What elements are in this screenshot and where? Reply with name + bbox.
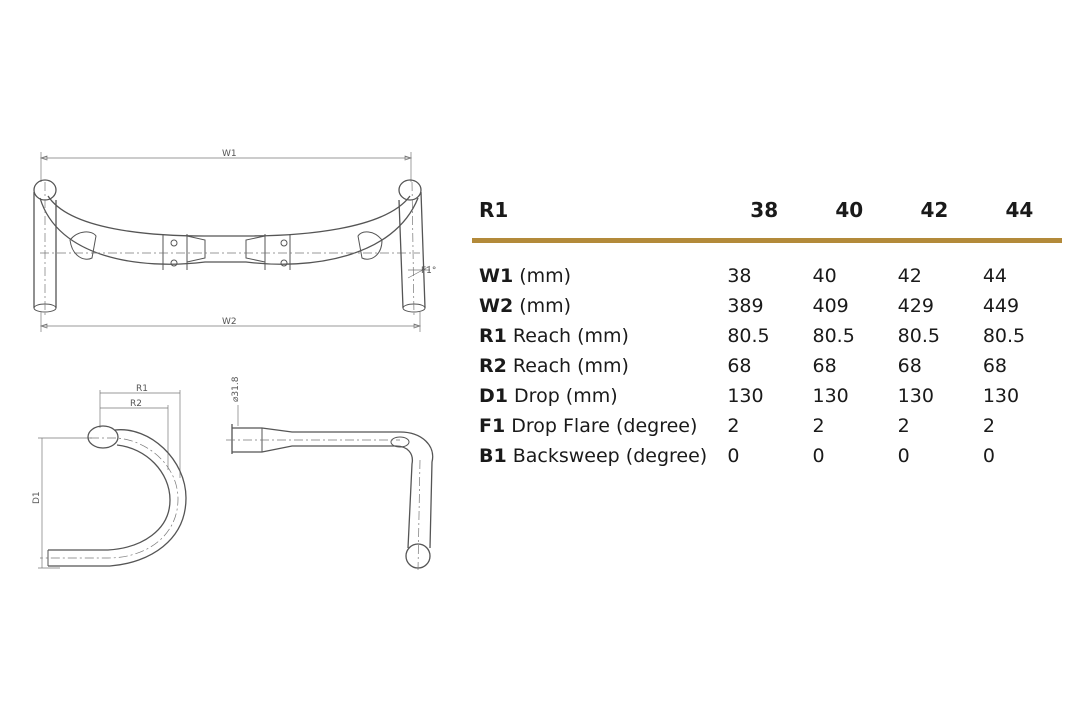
header-label: R1 [479,198,509,222]
table-cell: 80.5 [982,325,1026,347]
front-view: W1 F1° W2 [33,149,436,332]
table-cell: 409 [812,295,849,317]
table-cell: 389 [727,295,764,317]
size-column-header: 42 [920,198,949,222]
row-description: Reach (mm) [506,325,629,347]
row-label: B1 Backsweep (degree) [472,445,721,467]
table-cell: 80.5 [812,325,855,347]
table-cell: 68 [812,355,837,377]
table-cell: 2 [982,415,995,437]
table-cell: 2 [727,415,740,437]
table-cell: 80.5 [727,325,770,347]
table-cell: 0 [897,445,910,467]
table-row-r2: R2 Reach (mm) 68 68 68 68 [472,351,1062,381]
table-row-w1: W1 (mm) 38 40 42 44 [472,261,1062,291]
f1-dimension-label: F1° [421,266,436,276]
table-cell: 130 [982,385,1020,407]
side-view: R1 R2 D1 [32,384,187,569]
w2-dimension-label: W2 [222,317,237,327]
row-description: Drop (mm) [508,385,618,407]
table-cell: 68 [982,355,1008,377]
table-cell: 68 [897,355,922,377]
top-view: ⌀31.8 [226,376,434,571]
table-row-b1: B1 Backsweep (degree) 0 0 0 0 [472,441,1062,471]
row-label: W2 (mm) [472,295,721,317]
table-cell: 449 [982,295,1020,317]
table-row-d1: D1 Drop (mm) 130 130 130 130 [472,381,1062,411]
r2-dimension-label: R2 [130,399,142,409]
table-cell: 42 [897,265,922,287]
row-label: R2 Reach (mm) [472,355,721,377]
row-code: F1 [479,415,506,437]
w1-dimension-label: W1 [222,149,237,159]
table-cell: 44 [982,265,1008,287]
table-header-row: R1 38 40 42 44 [472,190,1062,230]
table-cell: 0 [812,445,825,467]
handlebar-technical-drawing: W1 F1° W2 [0,0,470,721]
d1-dimension-label: D1 [32,491,42,504]
row-code: R2 [479,355,507,377]
table-cell: 38 [727,265,752,287]
table-cell: 429 [897,295,934,317]
table-cell: 0 [982,445,995,467]
row-description: Reach (mm) [506,355,629,377]
row-code: W1 [479,265,514,287]
row-code: W2 [479,295,514,317]
table-cell: 40 [812,265,837,287]
table-row-w2: W2 (mm) 389 409 429 449 [472,291,1062,321]
row-code: R1 [479,325,507,347]
row-description: Backsweep (degree) [506,445,708,467]
header-divider [472,238,1062,243]
row-label: R1 Reach (mm) [472,325,721,347]
row-description: (mm) [513,265,572,287]
row-description: (mm) [513,295,572,317]
table-cell: 0 [727,445,740,467]
table-cell: 68 [727,355,752,377]
row-label: D1 Drop (mm) [472,385,721,407]
diameter-label: ⌀31.8 [231,376,241,402]
row-description: Drop Flare (degree) [505,415,698,437]
table-cell: 130 [812,385,849,407]
size-column-header: 44 [1005,198,1034,222]
table-cell: 80.5 [897,325,940,347]
size-column-header: 40 [835,198,864,222]
table-cell: 130 [897,385,934,407]
row-label: W1 (mm) [472,265,721,287]
size-column-header: 38 [750,198,779,222]
table-row-f1: F1 Drop Flare (degree) 2 2 2 2 [472,411,1062,441]
table-cell: 2 [812,415,825,437]
table-cell: 130 [727,385,764,407]
table-row-r1: R1 Reach (mm) 80.5 80.5 80.5 80.5 [472,321,1062,351]
table-cell: 2 [897,415,910,437]
row-code: B1 [479,445,507,467]
row-label: F1 Drop Flare (degree) [472,415,721,437]
r1-dimension-label: R1 [136,384,148,394]
geometry-spec-table: R1 38 40 42 44 W1 (mm) 38 40 42 44 W2 (m… [472,190,1062,471]
row-code: D1 [479,385,508,407]
